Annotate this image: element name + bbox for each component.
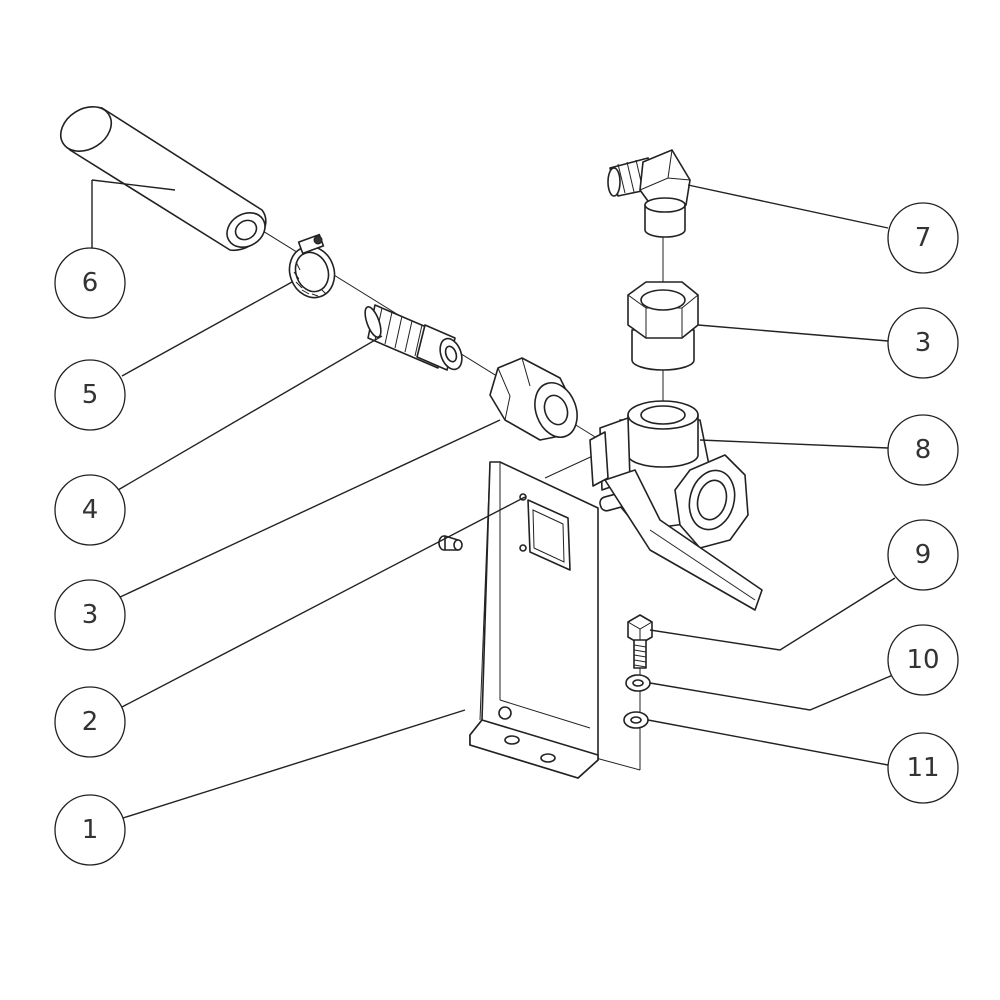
- part-6-hose: [59, 106, 267, 252]
- callout-1: 1: [54, 794, 126, 866]
- callout-5-number: 5: [82, 380, 99, 410]
- callout-8-number: 8: [915, 435, 932, 465]
- callout-4-number: 4: [82, 495, 99, 525]
- callout-6-number: 6: [82, 268, 99, 298]
- callout-1-number: 1: [82, 815, 99, 845]
- callout-2-number: 2: [82, 707, 99, 737]
- callout-9: 9: [887, 519, 959, 591]
- callout-10: 10: [887, 624, 959, 696]
- part-2-screw: [438, 535, 463, 551]
- callout-7: 7: [887, 202, 959, 274]
- part-7-elbow-fitting: [607, 149, 691, 238]
- part-5-hose-clamp: [288, 233, 336, 299]
- callout-5: 5: [54, 359, 126, 431]
- callout-11-number: 11: [906, 753, 939, 783]
- callout-3-upper: 3: [887, 307, 959, 379]
- leader-lines: [91, 179, 896, 819]
- callout-9-number: 9: [915, 540, 932, 570]
- callout-8: 8: [887, 414, 959, 486]
- part-4-hose-barb: [364, 304, 463, 371]
- callout-10-number: 10: [906, 645, 939, 675]
- callout-2: 2: [54, 686, 126, 758]
- callout-4: 4: [54, 474, 126, 546]
- callout-6: 6: [54, 247, 126, 319]
- part-3-hex-bushing-lower: [489, 357, 578, 441]
- part-11-flat-washer: [623, 711, 649, 729]
- part-9-bolt: [627, 614, 653, 669]
- part-3-hex-bushing-upper: [627, 281, 699, 371]
- callout-3-lower: 3: [54, 579, 126, 651]
- part-8-ball-valve: [589, 400, 763, 611]
- part-1-bracket: [469, 461, 599, 779]
- callout-7-number: 7: [915, 223, 932, 253]
- callout-11: 11: [887, 732, 959, 804]
- part-10-lock-washer: [625, 674, 651, 692]
- callout-3-upper-number: 3: [915, 328, 932, 358]
- callout-3-lower-number: 3: [82, 600, 99, 630]
